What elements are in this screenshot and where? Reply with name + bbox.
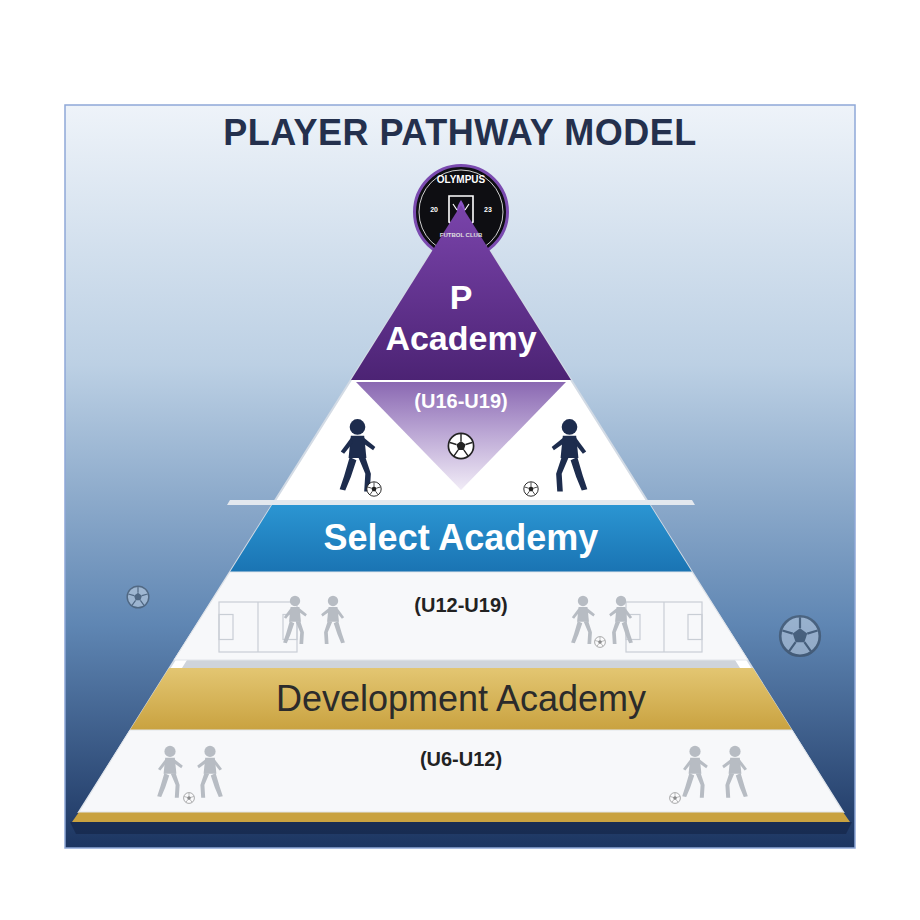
tier-band: Development Academy <box>130 668 792 730</box>
logo-text: FUTBOL CLUB <box>440 232 483 239</box>
tier-band: Select Academy <box>230 505 692 572</box>
club-logo: OLYMPUS 20 23FUTBOL CLUB <box>413 164 509 260</box>
top-tier-triangle: P Academy <box>351 205 571 380</box>
diagram-title: PLAYER PATHWAY MODEL <box>65 112 855 154</box>
age-band: (U12-U19) <box>174 572 748 660</box>
band-label: (U6-U12) <box>420 748 502 771</box>
age-triangle: (U16-U19) <box>356 382 566 490</box>
logo-text: 23 <box>484 206 492 214</box>
band-label: Select Academy <box>324 517 599 558</box>
logo-text: OLYMPUS <box>437 174 486 186</box>
band-label: (U12-U19) <box>414 594 507 617</box>
logo-text: 20 <box>430 206 438 214</box>
band-label: Development Academy <box>276 678 646 719</box>
band-label: P Academy <box>379 277 544 359</box>
age-band: (U6-U12) <box>79 730 843 812</box>
band-label: (U16-U19) <box>414 390 507 413</box>
band-shape <box>79 730 843 812</box>
